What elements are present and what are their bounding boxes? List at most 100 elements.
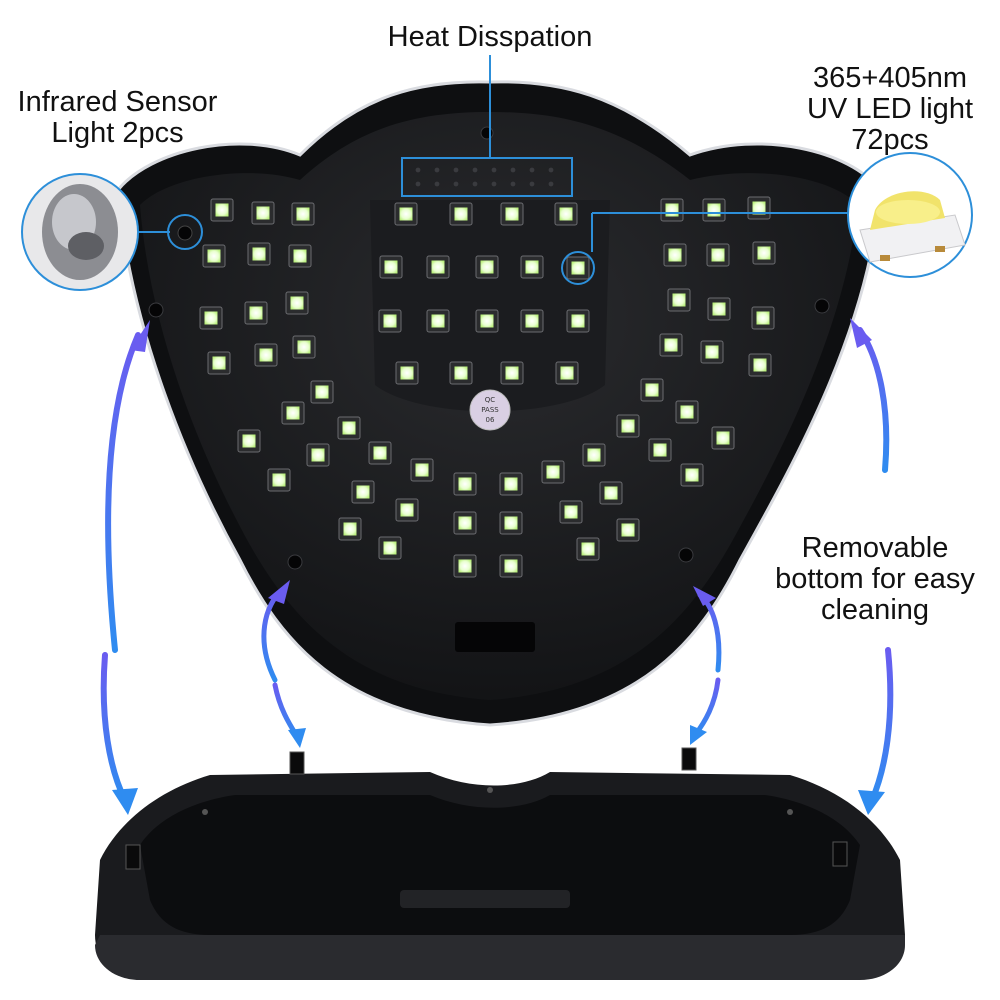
arrow-right-down xyxy=(869,647,894,803)
uv-led xyxy=(707,297,731,321)
uv-led xyxy=(711,426,735,450)
uv-led xyxy=(499,472,523,496)
uv-led xyxy=(559,500,583,524)
uv-led xyxy=(566,309,590,333)
uv-led xyxy=(702,198,726,222)
uv-led xyxy=(306,443,330,467)
screw xyxy=(678,547,694,563)
uv-led xyxy=(267,468,291,492)
peg xyxy=(289,751,305,775)
uv-led xyxy=(554,202,578,226)
arrow-left-down xyxy=(100,652,128,803)
uv-led xyxy=(520,255,544,279)
screw xyxy=(287,554,303,570)
vent-hole xyxy=(510,167,516,173)
uv-led xyxy=(576,537,600,561)
uv-led xyxy=(251,201,275,225)
removable-bottom-label: Removable bottom for easy cleaning xyxy=(775,532,975,626)
vent-hole xyxy=(434,181,440,187)
peg xyxy=(681,747,697,771)
uv-led xyxy=(648,438,672,462)
uv-led xyxy=(281,401,305,425)
vent-hole xyxy=(472,181,478,187)
uv-led xyxy=(675,400,699,424)
vent-hole xyxy=(510,181,516,187)
uv-led xyxy=(640,378,664,402)
uv-led xyxy=(680,463,704,487)
uv-led xyxy=(254,343,278,367)
vent-hole xyxy=(491,167,497,173)
vent-hole xyxy=(491,181,497,187)
uv-led xyxy=(453,472,477,496)
uv-led xyxy=(555,361,579,385)
heat-vents xyxy=(415,167,554,187)
uv-led xyxy=(291,202,315,226)
uv-led xyxy=(247,242,271,266)
uv-led xyxy=(292,335,316,359)
uv-led xyxy=(453,554,477,578)
uv-led xyxy=(394,202,418,226)
uv-led xyxy=(244,301,268,325)
lamp-shell: QC PASS 06 xyxy=(116,80,882,727)
uv-led xyxy=(566,256,590,280)
uv-led xyxy=(667,288,691,312)
uv-led xyxy=(582,443,606,467)
screw xyxy=(148,302,164,318)
infrared-sensor-label: Infrared Sensor Light 2pcs xyxy=(17,86,218,149)
uv-led xyxy=(337,416,361,440)
uv-led xyxy=(599,481,623,505)
uv-led xyxy=(395,361,419,385)
uv-led xyxy=(663,243,687,267)
uv-led xyxy=(660,198,684,222)
vent-hole xyxy=(415,167,421,173)
peg xyxy=(125,844,141,870)
uv-led xyxy=(706,243,730,267)
uv-led xyxy=(426,255,450,279)
uv-led xyxy=(368,441,392,465)
vent-slot xyxy=(455,622,535,652)
uv-led xyxy=(379,255,403,279)
uv-led xyxy=(700,340,724,364)
arrow-right-up xyxy=(857,327,890,473)
uv-led xyxy=(616,414,640,438)
uv-led xyxy=(748,353,772,377)
vent-hole xyxy=(453,167,459,173)
vent-hole xyxy=(548,181,554,187)
uv-led xyxy=(210,198,234,222)
uv-led xyxy=(207,351,231,375)
uv-led xyxy=(338,517,362,541)
uv-led xyxy=(426,309,450,333)
vent-hole xyxy=(453,181,459,187)
screw xyxy=(480,126,494,140)
uv-led xyxy=(616,518,640,542)
uv-led xyxy=(541,460,565,484)
uv-led xyxy=(237,429,261,453)
uv-led xyxy=(285,291,309,315)
screw xyxy=(814,298,830,314)
uv-led xyxy=(453,511,477,535)
uv-led xyxy=(288,244,312,268)
uv-led xyxy=(410,458,434,482)
uv-led-inset xyxy=(847,152,973,278)
uv-led xyxy=(747,196,771,220)
arrow-left-up xyxy=(105,332,141,653)
uv-led xyxy=(351,480,375,504)
uv-led xyxy=(520,309,544,333)
assembly-arrows xyxy=(100,318,894,815)
uv-led xyxy=(449,361,473,385)
uv-led xyxy=(378,309,402,333)
vent-hole xyxy=(529,181,535,187)
callout-lines xyxy=(138,55,850,285)
vent-hole xyxy=(529,167,535,173)
uv-led xyxy=(395,498,419,522)
uv-led xyxy=(752,241,776,265)
uv-led xyxy=(500,202,524,226)
uv-led xyxy=(499,554,523,578)
qc-sticker: QC PASS 06 xyxy=(469,389,511,431)
peg xyxy=(832,841,848,867)
infrared-sensor-inset xyxy=(21,173,139,291)
vent-hole xyxy=(472,167,478,173)
base-handle xyxy=(400,890,570,908)
removable-base xyxy=(95,747,905,980)
uv-led xyxy=(475,309,499,333)
